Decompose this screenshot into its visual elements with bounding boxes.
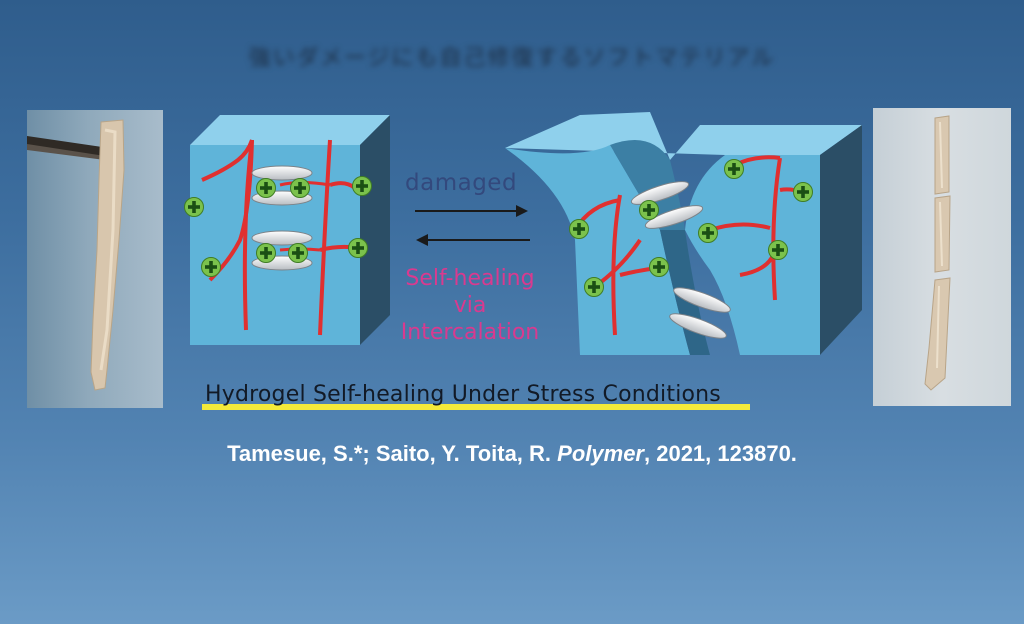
caption-highlight	[202, 404, 750, 410]
process-arrows	[415, 205, 530, 246]
self-healing-label: Self-healing	[405, 266, 535, 291]
via-label: via	[453, 293, 487, 318]
citation: Tamesue, S.*; Saito, Y. Toita, R. Polyme…	[0, 441, 1024, 467]
damaged-label: damaged	[405, 170, 518, 196]
photo-healed-gel	[873, 108, 1011, 406]
intercalation-label: Intercalation	[400, 320, 540, 345]
caption: Hydrogel Self-healing Under Stress Condi…	[205, 382, 721, 407]
citation-authors: Tamesue, S.*; Saito, Y. Toita, R.	[227, 441, 552, 466]
blurred-title: 強いダメージにも自己修復するソフトマテリアル	[248, 46, 776, 71]
intact-gel-block	[184, 115, 390, 345]
hydrogel-schematic	[184, 112, 862, 355]
citation-journal: Polymer	[557, 441, 644, 466]
photo-intact-gel	[27, 110, 163, 408]
citation-details: , 2021, 123870.	[644, 441, 797, 466]
damaged-gel-block	[505, 112, 862, 355]
